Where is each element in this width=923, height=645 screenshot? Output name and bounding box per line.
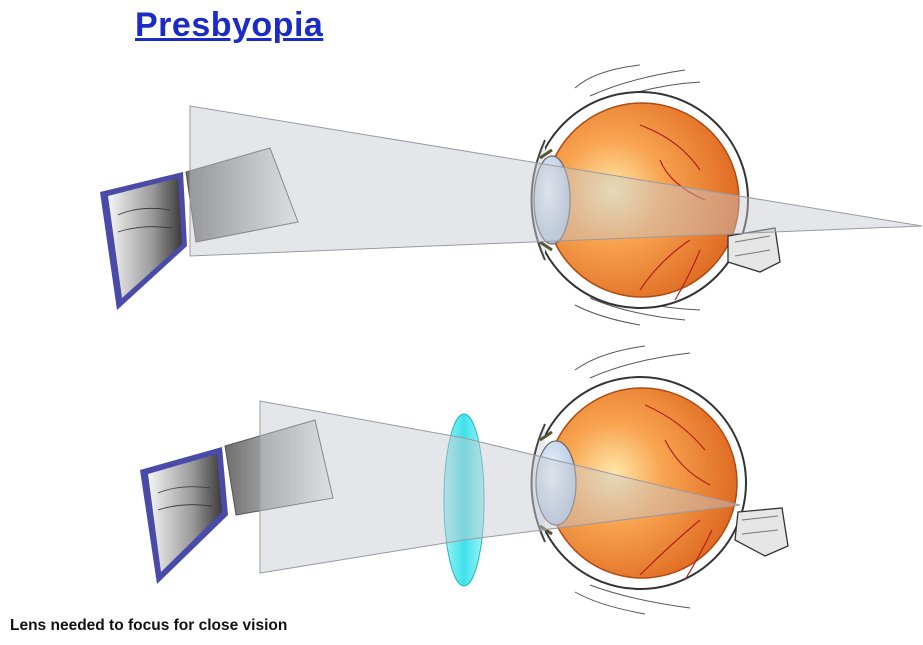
corrected-panel xyxy=(140,346,788,614)
page-title: Presbyopia xyxy=(135,6,323,45)
light-cone-top xyxy=(190,106,922,256)
diagram-caption: Lens needed to focus for close vision xyxy=(10,617,287,635)
uncorrected-panel xyxy=(100,65,922,325)
